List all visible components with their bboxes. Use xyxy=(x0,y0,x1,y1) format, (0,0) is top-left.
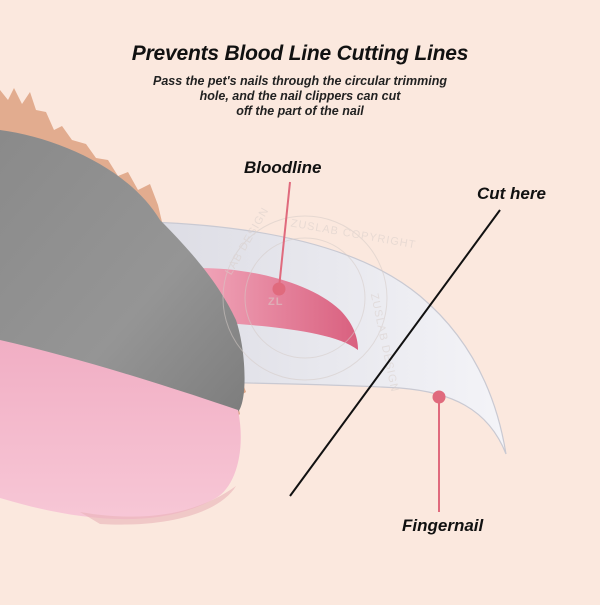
cut-line xyxy=(289,209,501,497)
subtitle-line: off the part of the nail xyxy=(236,104,364,118)
svg-text:ZL: ZL xyxy=(268,296,283,308)
bloodline-dot xyxy=(272,282,286,296)
paw-gray xyxy=(0,130,245,412)
fingernail-dot xyxy=(432,390,446,404)
paw-pad xyxy=(0,340,241,520)
bloodline-pointer xyxy=(278,181,291,289)
bloodline-label: Bloodline xyxy=(244,158,322,177)
fingernail-label: Fingernail xyxy=(402,516,484,535)
subtitle-line: hole, and the nail clippers can cut xyxy=(199,89,401,103)
paw-pad-shadow xyxy=(80,486,236,525)
subtitle-line: Pass the pet's nails through the circula… xyxy=(152,74,447,88)
page-title: Prevents Blood Line Cutting Lines xyxy=(131,42,469,65)
bloodline-shape xyxy=(200,268,358,350)
page-subtitle: Pass the pet's nails through the circula… xyxy=(130,74,470,119)
cut-here-label: Cut here xyxy=(477,184,546,203)
